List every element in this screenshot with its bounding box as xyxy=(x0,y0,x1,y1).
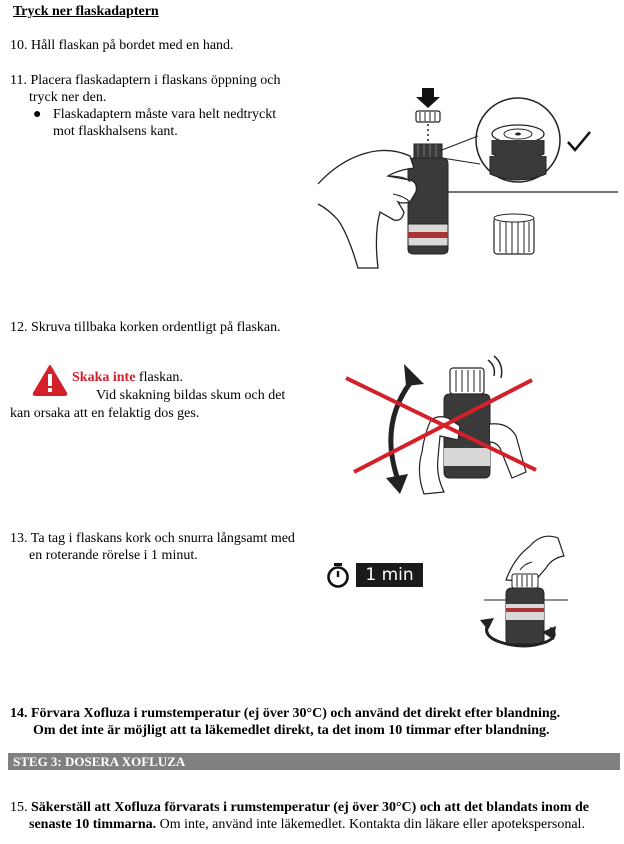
step-15-line2: senaste 10 timmarna. Om inte, använd int… xyxy=(29,816,585,833)
step-12: 12. Skruva tillbaka korken ordentligt på… xyxy=(10,319,281,336)
step-10: 10. Håll flaskan på bordet med en hand. xyxy=(10,37,234,54)
arrow-down-icon xyxy=(416,88,440,108)
checkmark-icon xyxy=(567,131,591,152)
step-15-line2-rest: Om inte, använd inte läkemedlet. Kontakt… xyxy=(156,817,585,832)
step-15-number: 15. xyxy=(10,800,28,815)
warning-emphasis: Skaka inte xyxy=(72,370,136,385)
timer-label: 1 min xyxy=(356,563,423,587)
shake-bottle-illustration xyxy=(345,355,537,495)
bottle-adapter-illustration xyxy=(317,88,618,269)
step-14-line2: Om det inte är möjligt att ta läkemedlet… xyxy=(33,723,550,738)
step-13-line1: Ta tag i flaskans kork och snurra långsa… xyxy=(30,531,295,546)
step-11-sub2: mot flaskhalsens kant. xyxy=(53,124,178,139)
warning-triangle-icon xyxy=(32,365,68,396)
section-heading: Tryck ner flaskadaptern xyxy=(13,4,159,19)
warning-line2: Vid skakning bildas skum och det xyxy=(96,388,286,403)
step-15: 15. Säkerställ att Xofluza förvarats i r… xyxy=(10,799,589,816)
step-12-number: 12. xyxy=(10,320,28,335)
banner-title: STEG 3: DOSERA XOFLUZA xyxy=(13,754,186,769)
step-11-line2: tryck ner den. xyxy=(29,90,107,105)
step-11-line1: Placera flaskadaptern i flaskans öppning… xyxy=(30,73,281,88)
step-11-sub1: Flaskadaptern måste vara helt nedtryckt xyxy=(53,107,277,122)
step-15-line1: Säkerställ att Xofluza förvarats i rumst… xyxy=(31,800,590,815)
step-11: 11. Placera flaskadaptern i flaskans öpp… xyxy=(10,72,280,89)
step-14: 14. Förvara Xofluza i rumstemperatur (ej… xyxy=(10,705,560,722)
step-3-banner: STEG 3: DOSERA XOFLUZA xyxy=(8,753,620,770)
warning-line3: kan orsaka att en felaktig dos ges. xyxy=(10,406,200,421)
step-14-number: 14. xyxy=(10,706,28,721)
warning-line1: Skaka inte flaskan. xyxy=(72,369,183,386)
step-10-text: Håll flaskan på bordet med en hand. xyxy=(31,38,234,53)
warning-rest: flaskan. xyxy=(135,370,183,385)
step-15-line2-bold: senaste 10 timmarna. xyxy=(29,817,157,832)
step-11-number: 11. xyxy=(10,73,27,88)
step-13-line2: en roterande rörelse i 1 minut. xyxy=(29,548,198,563)
step-11-bullet: ● xyxy=(33,107,42,122)
step-13: 13. Ta tag i flaskans kork och snurra lå… xyxy=(10,530,295,547)
rotate-bottle-illustration xyxy=(480,535,568,648)
cap-illustration xyxy=(493,213,535,255)
stopwatch-icon xyxy=(327,563,349,588)
step-13-number: 13. xyxy=(10,531,28,546)
step-14-line1: Förvara Xofluza i rumstemperatur (ej öve… xyxy=(31,706,561,721)
step-12-text: Skruva tillbaka korken ordentligt på fla… xyxy=(31,320,281,335)
step-10-number: 10. xyxy=(10,38,28,53)
